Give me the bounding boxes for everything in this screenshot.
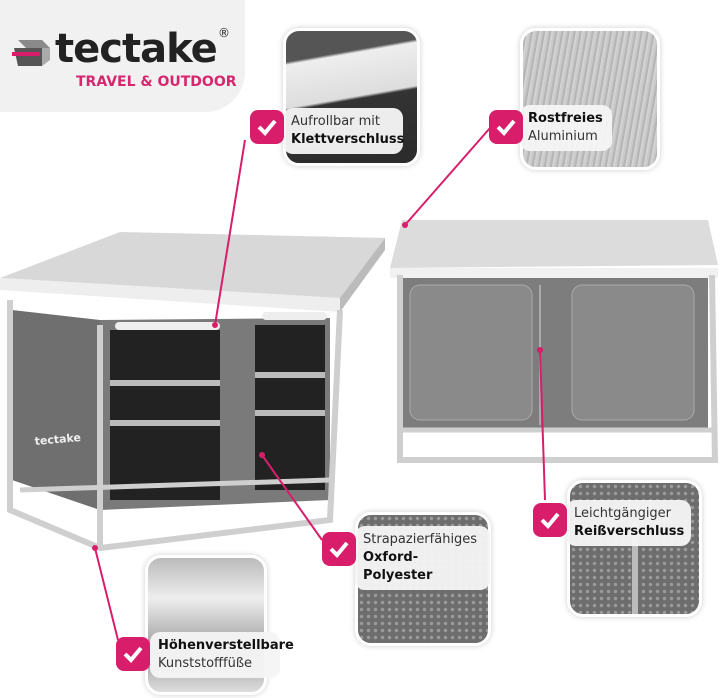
check-icon <box>250 110 284 144</box>
check-icon <box>322 532 356 566</box>
right-cabinet-image <box>390 220 719 463</box>
brand-name: tectake <box>55 26 218 72</box>
brand-tagline: TRAVEL & OUTDOOR <box>76 74 237 90</box>
brand-logo-panel: tectake ® TRAVEL & OUTDOOR <box>0 0 245 112</box>
callout-lines <box>94 127 546 641</box>
check-icon <box>116 637 150 671</box>
left-cabinet-image: tectake <box>0 232 385 552</box>
registered-mark: ® <box>218 26 230 40</box>
product-print: tectake <box>34 431 81 448</box>
logo-cube-icon <box>12 40 50 66</box>
check-icon <box>489 110 523 144</box>
check-icon <box>533 503 567 537</box>
